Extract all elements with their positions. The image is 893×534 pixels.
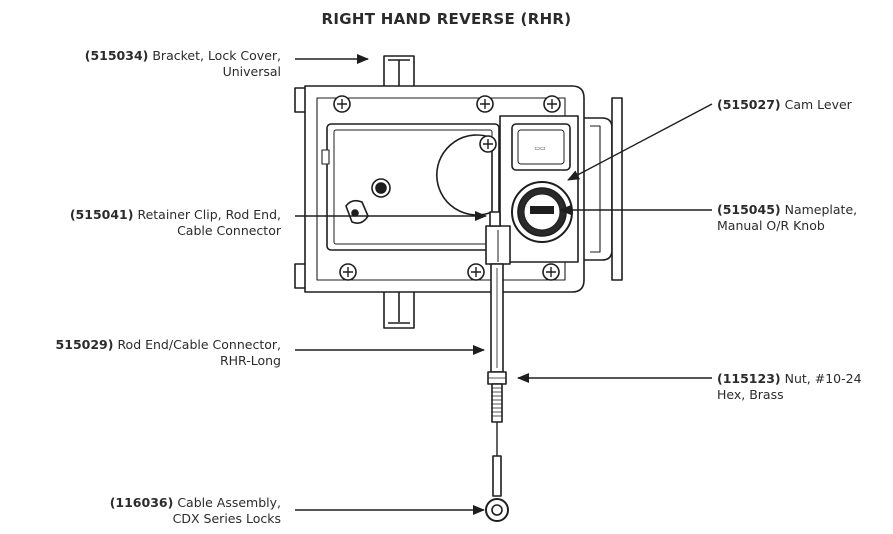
callout-cam-lever: (515027) Cam Lever: [717, 97, 852, 113]
part-code: (515041): [69, 207, 134, 222]
threaded-section: [491, 383, 503, 423]
part-desc-2: Cable Connector: [177, 223, 281, 238]
bracket-bottom-tab: [383, 289, 415, 329]
part-desc-2: RHR-Long: [219, 353, 281, 368]
part-code: 515029): [55, 337, 114, 352]
hex-nut: [487, 371, 507, 385]
left-slot: [321, 149, 330, 165]
svg-text:▭▭: ▭▭: [534, 145, 545, 152]
part-desc-1: Cam Lever: [784, 97, 852, 112]
part-desc-2: CDX Series Locks: [172, 511, 281, 526]
callout-cable: (116036) Cable Assembly, CDX Series Lock…: [110, 495, 281, 527]
cam-recess: [436, 134, 493, 216]
screw-bottom-left: [339, 263, 357, 281]
part-code: (515045): [717, 202, 781, 217]
part-desc-1: Nameplate,: [784, 202, 858, 217]
cam-lever-handle: [584, 117, 613, 261]
callout-bracket: (515034) Bracket, Lock Cover, Universal: [85, 48, 281, 80]
part-desc-1: Retainer Clip, Rod End,: [137, 207, 281, 222]
part-code: (116036): [109, 495, 174, 510]
part-desc-1: Rod End/Cable Connector,: [117, 337, 281, 352]
cable-ferrule: [492, 455, 502, 497]
part-desc-1: Cable Assembly,: [177, 495, 281, 510]
screw-bottom-right: [542, 263, 560, 281]
callout-rodend: 515029) Rod End/Cable Connector, RHR-Lon…: [56, 337, 281, 369]
diagram-title: RIGHT HAND REVERSE (RHR): [321, 10, 572, 28]
screw-top-left: [333, 95, 351, 113]
callout-nut: (115123) Nut, #10-24 Hex, Brass: [717, 371, 862, 403]
leader-cam-lever: [567, 103, 713, 181]
part-code: (515027): [717, 97, 781, 112]
part-desc-2: Hex, Brass: [717, 387, 784, 402]
part-code: (115123): [717, 371, 781, 386]
side-bar: [611, 97, 623, 281]
callout-nameplate: (515045) Nameplate, Manual O/R Knob: [717, 202, 857, 234]
part-desc-1: Bracket, Lock Cover,: [152, 48, 281, 63]
callout-retainer: (515041) Retainer Clip, Rod End, Cable C…: [70, 207, 281, 239]
part-desc-2: Manual O/R Knob: [717, 218, 825, 233]
part-desc-2: Universal: [222, 64, 281, 79]
part-code: (515034): [84, 48, 149, 63]
screw-top-far-right: [543, 95, 561, 113]
manual-override-knob: [511, 181, 573, 243]
screw-top-right: [476, 95, 494, 113]
cable-eyelet: [485, 498, 509, 522]
rod-end-connector: [490, 263, 504, 373]
screw-bottom-mid: [467, 263, 485, 281]
lock-body-screw: [479, 135, 497, 153]
part-desc-1: Nut, #10-24: [784, 371, 862, 386]
